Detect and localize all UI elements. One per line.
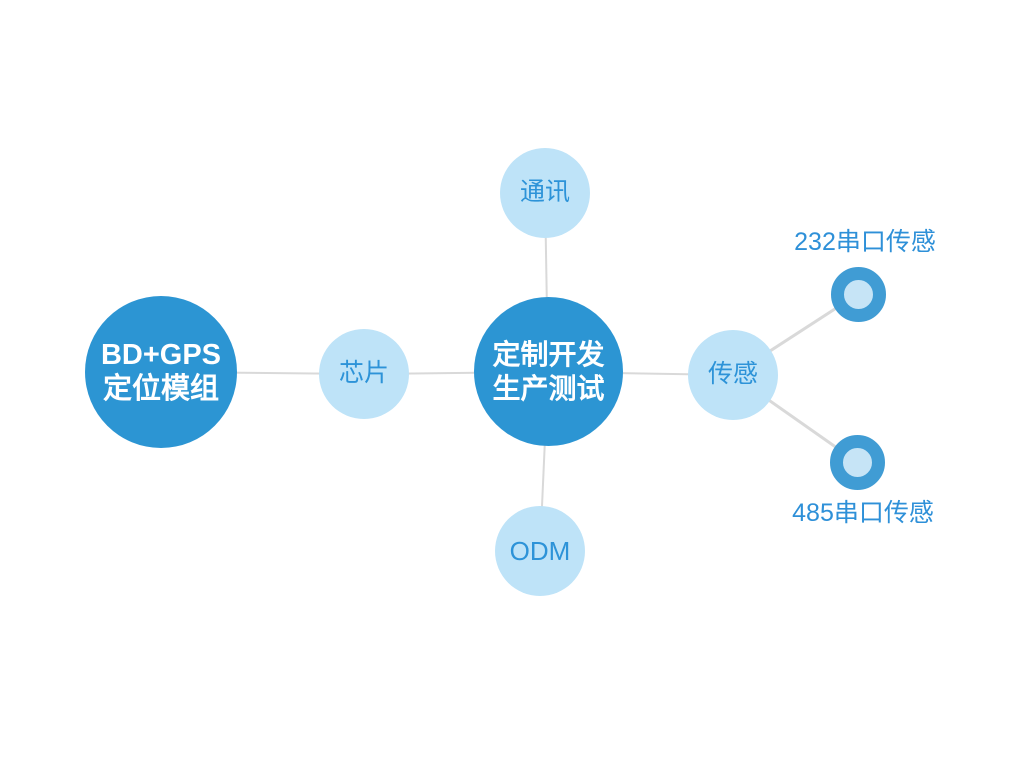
node-chip: 芯片: [319, 329, 409, 419]
donut-marker-485-serial-sensor: [830, 435, 885, 490]
node-sensor: 传感: [688, 330, 778, 420]
donut-marker-232-serial-sensor: [831, 267, 886, 322]
label-485-serial-sensor: 485串口传感: [792, 499, 934, 527]
node-custom-development-production-testing: 定制开发 生产测试: [474, 297, 623, 446]
node-communication: 通讯: [500, 148, 590, 238]
label-232-serial-sensor: 232串口传感: [794, 228, 936, 256]
node-odm: ODM: [495, 506, 585, 596]
node-bd-gps-positioning-module: BD+GPS 定位模组: [85, 296, 237, 448]
